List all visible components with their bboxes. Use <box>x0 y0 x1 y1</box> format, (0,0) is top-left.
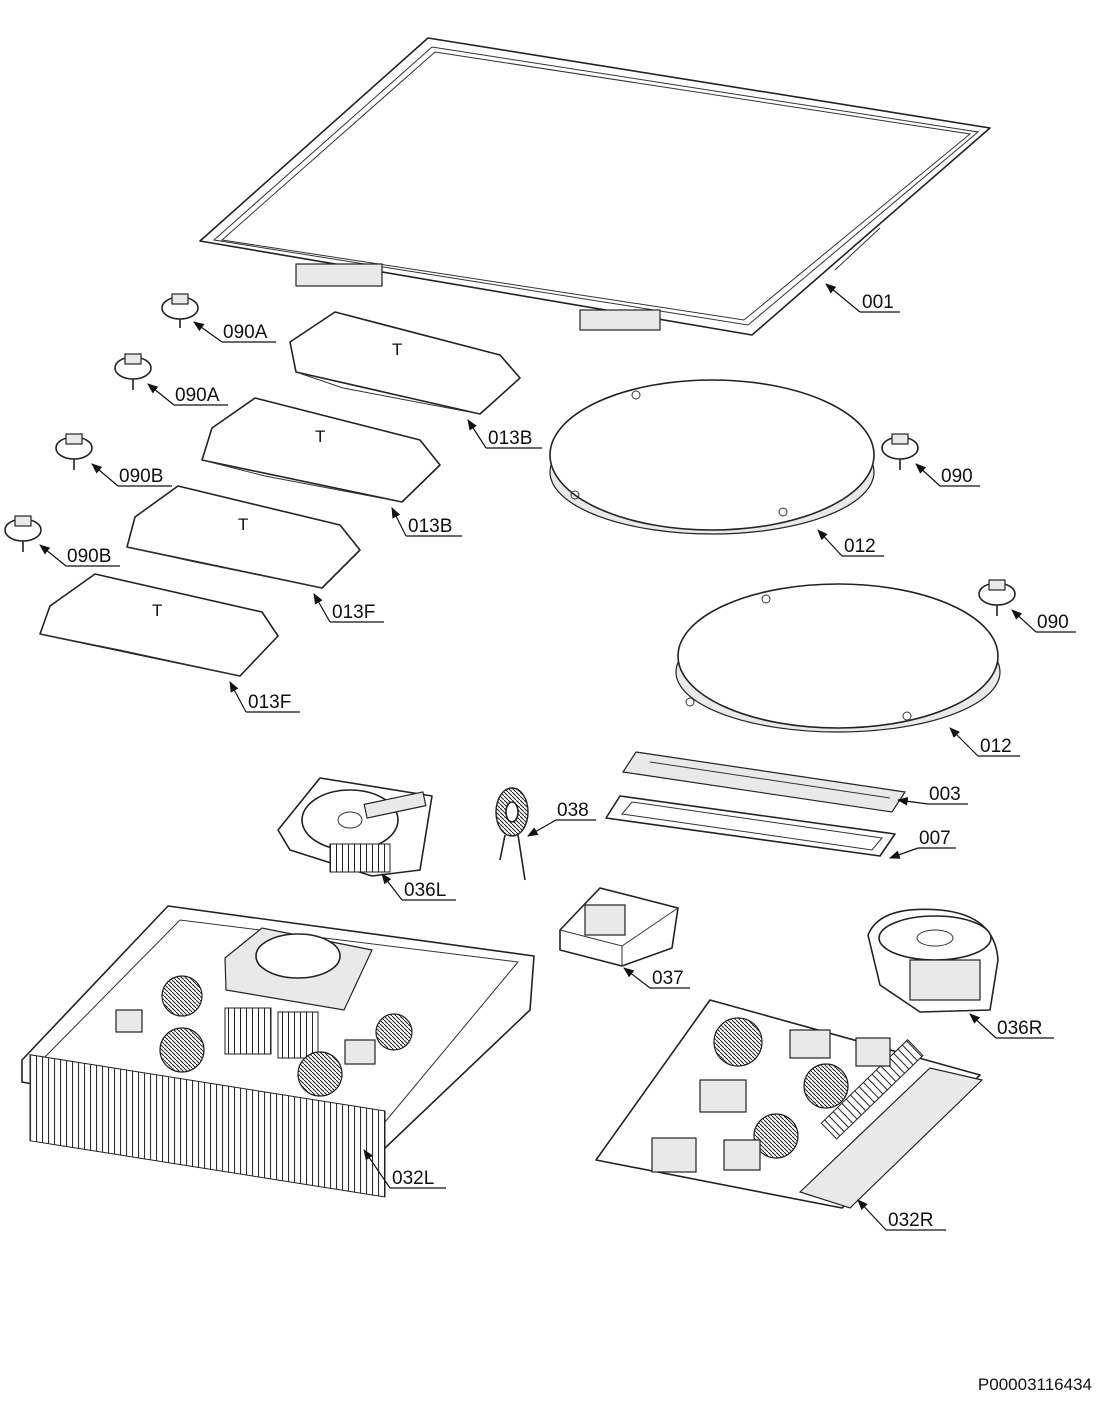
reference-code: P00003116434 <box>978 1375 1092 1394</box>
round-coil-plate-upper <box>549 379 875 535</box>
sensor-090b-lower <box>4 515 42 552</box>
glass-top-frame <box>199 37 991 336</box>
callout-003: 003 <box>896 784 968 806</box>
callout-032r: 032R <box>857 1199 946 1231</box>
svg-text:T: T <box>315 427 325 446</box>
callout-007: 007 <box>888 828 956 859</box>
sensor-090b-upper <box>55 433 93 470</box>
callout-label: 013F <box>332 602 375 623</box>
callout-090a-lower: 090A <box>147 383 228 406</box>
callout-037: 037 <box>623 967 690 989</box>
coil-plate-013f-upper: T <box>126 485 361 589</box>
callout-label: 013B <box>408 516 452 537</box>
coil-plate-013f-lower: T <box>39 573 279 677</box>
fan-module-036l <box>277 777 433 877</box>
control-board-003 <box>621 751 907 813</box>
callout-013b-lower: 013B <box>391 507 462 537</box>
callout-label: 032L <box>392 1168 434 1189</box>
svg-text:T: T <box>238 515 248 534</box>
callout-090-lower: 090 <box>1011 609 1076 633</box>
callout-label: 090B <box>119 466 163 487</box>
callout-label: 032R <box>888 1210 933 1231</box>
callout-032l: 032L <box>363 1149 446 1189</box>
callout-label: 013B <box>488 428 532 449</box>
callout-001: 001 <box>825 283 900 313</box>
callout-label: 090 <box>941 466 973 487</box>
callout-090b-lower: 090B <box>39 544 120 567</box>
svg-text:T: T <box>392 340 402 359</box>
callout-label: 036L <box>404 880 446 901</box>
callout-036l: 036L <box>381 873 456 901</box>
sensor-090-right-lower <box>978 579 1016 616</box>
callout-090a-upper: 090A <box>193 321 276 343</box>
toroid-038 <box>495 787 529 881</box>
callout-label: 012 <box>980 736 1012 757</box>
relay-block-037 <box>559 887 679 967</box>
callout-013f-upper: 013F <box>313 593 384 623</box>
callout-012-upper: 012 <box>817 529 884 557</box>
callout-label: 012 <box>844 536 876 557</box>
callout-label: 001 <box>862 292 894 313</box>
callout-038: 038 <box>527 800 596 837</box>
callout-090-upper: 090 <box>915 463 980 487</box>
callout-label: 013F <box>248 692 291 713</box>
sensor-090a-upper <box>161 293 199 328</box>
callout-036r: 036R <box>969 1013 1054 1039</box>
power-board-032r <box>595 999 984 1209</box>
coil-plate-013b-lower: T <box>201 397 441 503</box>
sensor-090-right-upper <box>881 433 919 470</box>
control-frame-007 <box>605 795 896 857</box>
callout-090b-upper: 090B <box>91 463 172 487</box>
fan-036r <box>867 908 999 1013</box>
callout-label: 090 <box>1037 612 1069 633</box>
callout-label: 003 <box>929 784 961 805</box>
callout-label: 090B <box>67 546 111 567</box>
callout-013b-upper: 013B <box>467 419 542 449</box>
power-board-032l <box>21 905 535 1198</box>
callout-label: 036R <box>997 1018 1042 1039</box>
round-coil-plate-lower <box>675 583 1001 733</box>
callouts: 001 090A 090A 013B 013B 0 <box>39 283 1076 1231</box>
svg-text:T: T <box>152 601 162 620</box>
callout-label: 038 <box>557 800 589 821</box>
callout-label: 090A <box>223 322 268 343</box>
callout-013f-lower: 013F <box>229 681 300 713</box>
callout-label: 007 <box>919 828 951 849</box>
callout-label: 090A <box>175 385 220 406</box>
coil-plate-013b-upper: T <box>289 311 521 415</box>
callout-012-lower: 012 <box>949 727 1020 757</box>
callout-label: 037 <box>652 968 684 989</box>
sensor-090a-lower <box>114 353 152 390</box>
